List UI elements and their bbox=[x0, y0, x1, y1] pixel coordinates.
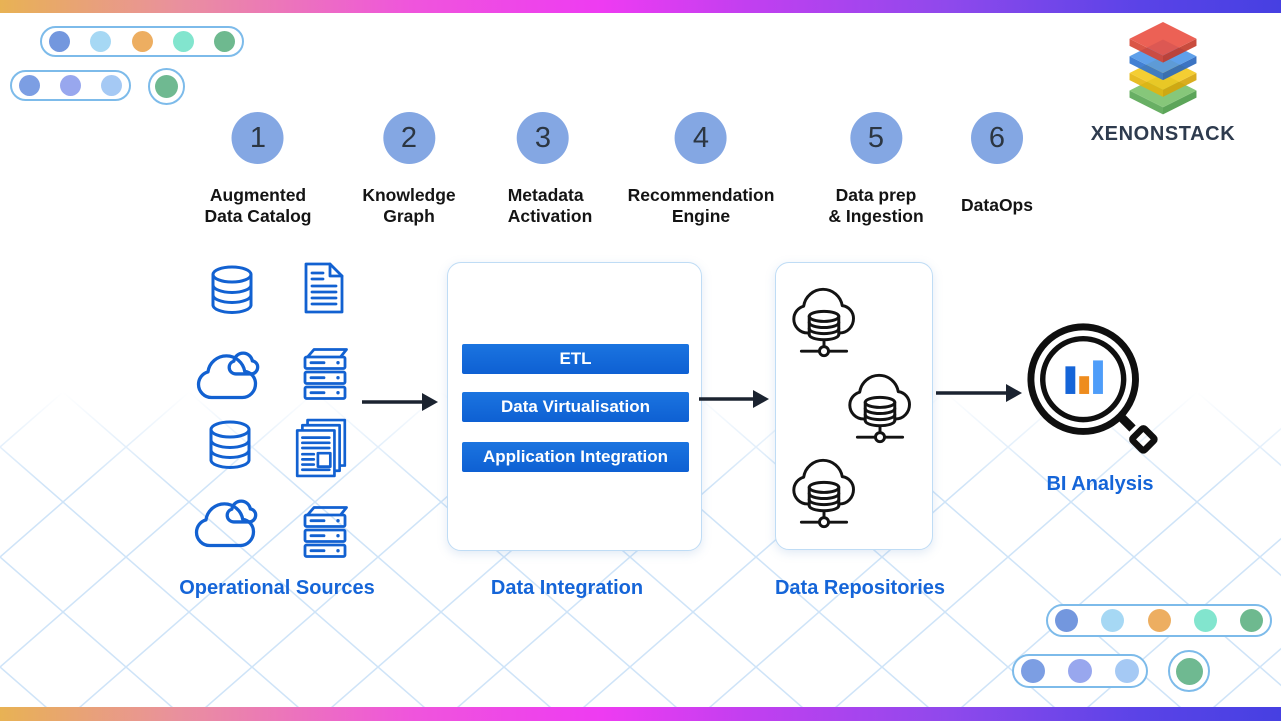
dot-orange bbox=[1147, 609, 1171, 632]
decorative-pill-top-1 bbox=[40, 26, 244, 57]
decorative-pill-top-2 bbox=[10, 70, 131, 101]
step-5: 5 Data prep& Ingestion bbox=[828, 112, 924, 227]
step-1-circle: 1 bbox=[232, 112, 284, 164]
dot-lightblue bbox=[1115, 659, 1139, 683]
dot-skyblue bbox=[1101, 609, 1125, 632]
integration-bar-etl: ETL bbox=[462, 344, 689, 374]
dot-blue bbox=[1021, 659, 1045, 683]
step-4-circle: 4 bbox=[674, 112, 727, 164]
database-icon bbox=[211, 265, 253, 314]
top-gradient-bar bbox=[0, 0, 1281, 13]
dot-periwinkle bbox=[60, 75, 81, 96]
cloud-icon bbox=[192, 494, 258, 551]
step-2-circle: 2 bbox=[383, 112, 435, 164]
cloud-database-icon bbox=[840, 359, 920, 451]
step-3-circle: 3 bbox=[516, 112, 569, 164]
step-6-label: DataOps bbox=[961, 195, 1033, 215]
cloud-database-icon bbox=[784, 444, 864, 536]
cloud-database-icon bbox=[784, 273, 864, 365]
database-icon bbox=[209, 420, 251, 469]
server-icon bbox=[303, 506, 348, 558]
decorative-pill-bottom-2 bbox=[1012, 654, 1148, 688]
dot-blue bbox=[19, 75, 40, 96]
decorative-ring-bottom bbox=[1168, 650, 1210, 692]
magnifier-bar-chart-icon bbox=[1027, 323, 1158, 454]
step-6-circle: 6 bbox=[971, 112, 1023, 164]
integration-bar-application-integration: Application Integration bbox=[462, 442, 689, 472]
arrow-integration-to-repositories bbox=[699, 390, 769, 408]
cloud-icon bbox=[194, 346, 260, 403]
integration-bar-data-virtualisation: Data Virtualisation bbox=[462, 392, 689, 422]
decorative-pill-bottom-1 bbox=[1046, 604, 1272, 637]
bi-analysis-group bbox=[1024, 316, 1176, 471]
bottom-gradient-bar bbox=[0, 707, 1281, 721]
dot-green bbox=[155, 75, 178, 98]
dot-mint bbox=[1193, 609, 1217, 632]
arrow-repositories-to-bi bbox=[936, 384, 1022, 402]
server-icon bbox=[303, 348, 348, 400]
step-5-circle: 5 bbox=[850, 112, 902, 164]
documents-stack-icon bbox=[295, 418, 347, 478]
bi-analysis-label: BI Analysis bbox=[1046, 473, 1154, 495]
dot-skyblue bbox=[90, 31, 112, 52]
dot-orange bbox=[131, 31, 153, 52]
document-icon bbox=[304, 262, 344, 314]
dot-blue bbox=[1055, 609, 1078, 632]
data-integration-title: Data Integration bbox=[490, 577, 644, 599]
operational-sources-title: Operational Sources bbox=[179, 577, 375, 599]
dot-blue bbox=[49, 31, 70, 52]
arrow-sources-to-integration bbox=[362, 393, 438, 411]
decorative-ring-top bbox=[148, 68, 185, 105]
data-integration-panel: ETL Data Virtualisation Application Inte… bbox=[447, 262, 702, 551]
logo-stack-icon bbox=[1129, 22, 1197, 115]
dot-periwinkle bbox=[1068, 659, 1092, 683]
dot-lightblue bbox=[101, 75, 122, 96]
dot-green bbox=[214, 31, 235, 52]
step-5-label: Data prep& Ingestion bbox=[828, 185, 924, 226]
dot-mint bbox=[172, 31, 194, 52]
data-repositories-panel bbox=[775, 262, 933, 550]
step-6: 6 DataOps bbox=[961, 112, 1033, 216]
dot-green bbox=[1240, 609, 1263, 632]
dot-green bbox=[1175, 657, 1203, 685]
brand-name: XENONSTACK bbox=[1090, 123, 1236, 145]
brand-logo: XENONSTACK bbox=[1080, 22, 1246, 146]
data-repositories-title: Data Repositories bbox=[774, 577, 946, 599]
